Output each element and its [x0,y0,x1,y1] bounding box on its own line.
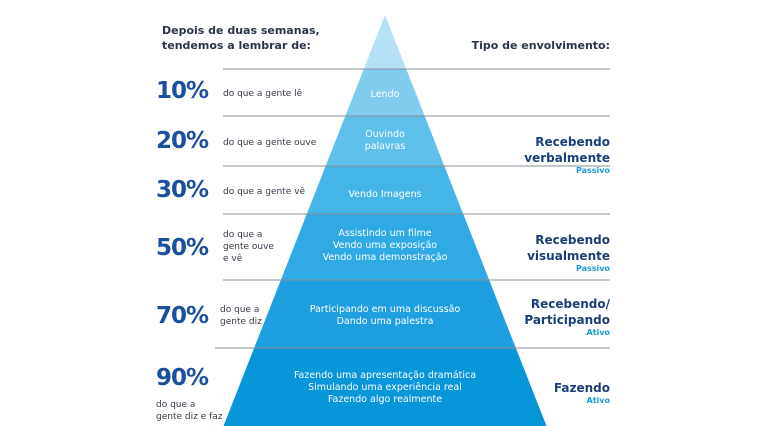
type-mode: Ativo [586,328,610,337]
level-line: Dando uma palestra [336,316,434,327]
percent-30: 30% [156,177,209,203]
level-vendo: Vendo Imagens [235,189,535,201]
desc-90: do que a gente diz e faz [156,399,223,423]
level-ouvindo: Ouvindo palavras [235,129,535,153]
desc-20: do que a gente ouve [223,137,316,149]
level-line: Fazendo algo realmente [327,394,443,405]
type-title: visualmente [527,249,610,263]
type-mode: Passivo [575,264,610,273]
desc-50: do que a gente ouve e vê [223,229,274,265]
level-line: Simulando uma experiência real [308,382,462,393]
level-line: Vendo Imagens [348,189,422,200]
desc-line: do que a gente vê [223,187,306,197]
level-line: Fazendo uma apresentação dramática [293,370,477,381]
percent-20: 20% [156,128,209,154]
desc-30: do que a gente vê [223,186,305,198]
type-fazendo: Fazendo Ativo [554,380,610,406]
level-line: Assistindo um filme [338,228,432,239]
type-verbal: Recebendo verbalmente Passivo [524,134,610,176]
level-line: Participando em uma discussão [309,304,461,315]
type-title: Fazendo [553,381,610,395]
pyramid-band [280,214,490,280]
type-title: Recebendo [535,233,610,247]
header-left-line: Depois de duas semanas, [162,24,320,37]
type-title: Recebendo/ [530,297,610,311]
type-participando: Recebendo/ Participando Ativo [524,296,610,338]
desc-line: do que a [220,305,260,315]
header-left: Depois de duas semanas, tendemos a lembr… [162,23,320,53]
level-line: Vendo uma exposição [332,240,438,251]
level-line: Lendo [370,89,400,100]
percent-10: 10% [156,78,209,104]
percent-70: 70% [156,303,209,329]
level-line: Vendo uma demonstração [322,252,448,263]
pyramid-band [223,348,547,426]
percent-50: 50% [156,235,209,261]
header-left-line: tendemos a lembrar de: [162,39,311,52]
level-assistindo: Assistindo um filme Vendo uma exposição … [235,228,535,264]
pyramid-band [254,280,516,348]
level-line: Ouvindo [365,129,405,140]
desc-line: gente diz [220,317,262,327]
desc-line: do que a [223,230,263,240]
percent-90: 90% [156,365,209,391]
type-title: verbalmente [524,151,610,165]
desc-70: do que a gente diz [220,304,262,328]
level-fazendo: Fazendo uma apresentação dramática Simul… [235,370,535,406]
pyramid-band [345,69,425,116]
pyramid-band [325,116,445,166]
desc-line: gente ouve [223,242,274,252]
pyramid-band [306,166,464,214]
level-participando: Participando em uma discussão Dando uma … [235,304,535,328]
type-visual: Recebendo visualmente Passivo [527,232,610,274]
desc-line: do que a gente ouve [223,138,317,148]
type-mode: Passivo [575,166,610,175]
header-right: Tipo de envolvimento: [471,39,610,52]
desc-line: e vê [223,254,243,264]
type-title: Recebendo [535,135,610,149]
desc-line: gente diz e faz [156,412,223,422]
desc-10: do que a gente lê [223,88,302,100]
desc-line: do que a gente lê [223,89,303,99]
type-mode: Ativo [586,396,610,405]
type-title: Participando [524,313,610,327]
pyramid-band [363,15,407,69]
desc-line: do que a [156,400,196,410]
level-line: palavras [364,141,406,152]
level-lendo: Lendo [235,89,535,101]
